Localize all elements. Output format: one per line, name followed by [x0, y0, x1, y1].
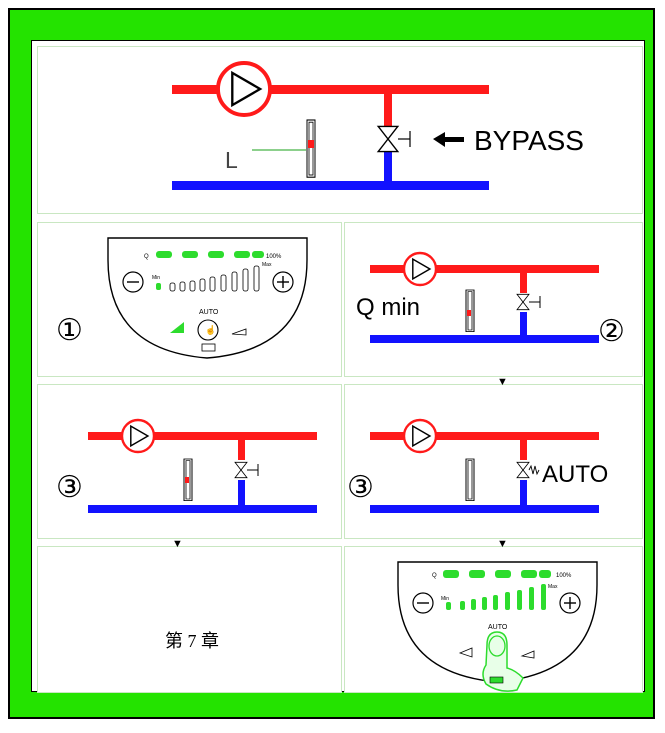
svg-text:Max: Max: [548, 584, 558, 590]
down-arrow-icon: ▼: [497, 538, 508, 550]
valve-icon: [516, 293, 530, 311]
pump-icon: [216, 61, 272, 117]
svg-text:Q: Q: [432, 573, 437, 579]
down-arrow-icon: ▼: [172, 538, 183, 550]
panel-chapter: [37, 546, 342, 693]
cold-pipe: [172, 181, 489, 190]
l-label: L: [225, 147, 238, 173]
auto-label: AUTO: [542, 461, 608, 488]
svg-text:100%: 100%: [556, 573, 572, 579]
auto-button: [197, 319, 219, 341]
control-panel-a: Q 100% Min Max AUTO ☝: [107, 237, 308, 359]
svg-text:Min: Min: [441, 596, 449, 602]
step2-schematic: Q min: [356, 251, 599, 343]
gauge-icon: [465, 458, 475, 502]
svg-text:☝: ☝: [205, 324, 216, 336]
down-arrow-icon: ▼: [497, 376, 508, 388]
panel-top: [37, 46, 643, 214]
control-panel-b: Q 100% Min Max AUTO: [397, 561, 598, 692]
step-2-marker: ②: [598, 315, 625, 348]
bypass-label: BYPASS: [474, 125, 584, 156]
pump-icon: [120, 418, 156, 454]
max-label: Max: [262, 262, 272, 268]
mode-right-icon: [520, 650, 535, 659]
auto-label: AUTO: [199, 309, 219, 316]
mode-left-icon: [170, 322, 184, 333]
gauge-icon: [306, 119, 316, 178]
mode-left-icon: [458, 647, 473, 658]
mode-right-icon: [231, 328, 247, 336]
svg-text:AUTO: AUTO: [488, 624, 508, 631]
gauge-indicator: [308, 140, 314, 148]
pump-icon: [402, 251, 438, 287]
arrow-left-icon: [433, 132, 464, 147]
hot-pipe: [172, 85, 489, 94]
panel-step2: [344, 222, 643, 377]
panel-step3-right: [344, 384, 643, 539]
bypass-riser-hot: [384, 94, 392, 126]
pump-icon: [402, 418, 438, 454]
step-3-marker: ③: [347, 471, 374, 504]
min-label: Min: [152, 275, 160, 281]
pct-label: 100%: [266, 254, 282, 260]
bypass-riser-cold: [384, 152, 392, 182]
valve-icon: [516, 461, 530, 479]
step3-right-schematic: AUTO: [370, 418, 608, 513]
step-1-marker: ①: [56, 314, 83, 347]
chapter-label: 第 7 章: [165, 631, 219, 651]
top-schematic: L BYPASS: [172, 61, 584, 190]
level-bars: [156, 265, 260, 292]
actuator-spring-icon: [528, 464, 540, 476]
q-leds: [156, 251, 264, 258]
step3-left-schematic: [88, 418, 317, 513]
finger-press-icon: [482, 631, 524, 692]
valve-icon: [377, 125, 399, 153]
qmin-label: Q min: [356, 294, 420, 321]
q-label: Q: [144, 254, 149, 260]
valve-icon: [234, 461, 248, 479]
step-3-marker: ③: [56, 471, 83, 504]
